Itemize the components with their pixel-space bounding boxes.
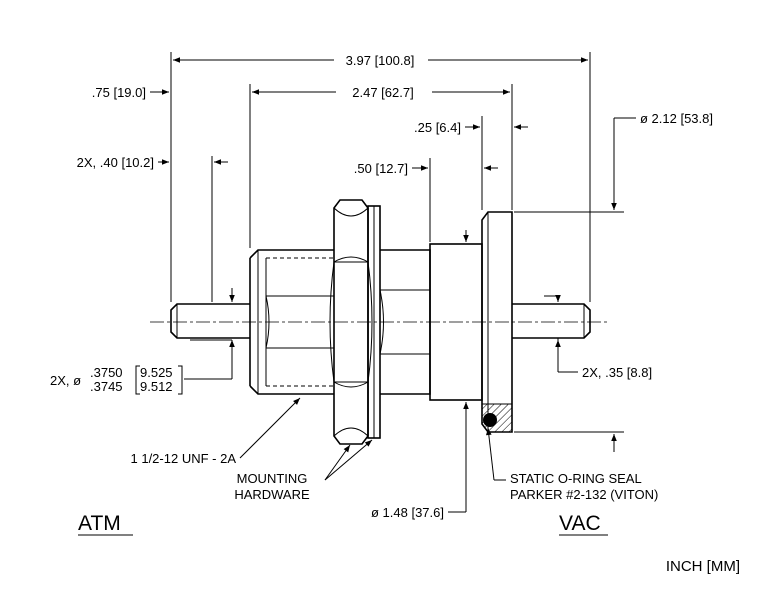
tube-diameter-mm-min: 9.512	[140, 379, 173, 394]
extension-lines	[170, 52, 624, 433]
tube-diameter-tolerance: 2X, ø .3750 .3745 9.525 9.512	[50, 365, 183, 395]
vac-tube-length-label: 2X, .35 [8.8]	[582, 365, 652, 380]
flange-diameter-label: ø 2.12 [53.8]	[640, 111, 713, 126]
oring-groove-diameter-label: ø 1.48 [37.6]	[371, 505, 444, 520]
overall-length-label: 3.97 [100.8]	[346, 53, 415, 68]
atm-tube-length-label: 2X, .40 [10.2]	[77, 155, 154, 170]
leader-lines	[239, 397, 506, 481]
atm-side-label: ATM	[78, 512, 121, 535]
thread-callout: 1 1/2-12 UNF - 2A	[131, 451, 237, 466]
flange-thickness-label: .25 [6.4]	[414, 120, 461, 135]
units-label: INCH [MM]	[666, 558, 740, 575]
dimension-lines	[150, 57, 636, 513]
collar-length-label: .50 [12.7]	[354, 161, 408, 176]
flange	[481, 211, 513, 433]
part-geometry	[150, 199, 610, 445]
atm-offset-label: .75 [19.0]	[92, 85, 146, 100]
vac-side-label: VAC	[559, 512, 601, 535]
seal-callout-line1: STATIC O-RING SEAL	[510, 471, 642, 486]
tube-diameter-inch-min: .3745	[90, 379, 123, 394]
hardware-callout-line1: MOUNTING	[237, 471, 308, 486]
body-length-label: 2.47 [62.7]	[352, 85, 413, 100]
tube-diameter-mm-max: 9.525	[140, 365, 173, 380]
hardware-callout-line2: HARDWARE	[234, 487, 310, 502]
tube-diameter-inch-max: .3750	[90, 365, 123, 380]
seal-callout-line2: PARKER #2-132 (VITON)	[510, 487, 658, 502]
atm-tube	[170, 303, 250, 339]
vac-tube	[512, 303, 591, 339]
o-ring	[483, 413, 497, 427]
tube-diameter-prefix: 2X, ø	[50, 373, 81, 388]
